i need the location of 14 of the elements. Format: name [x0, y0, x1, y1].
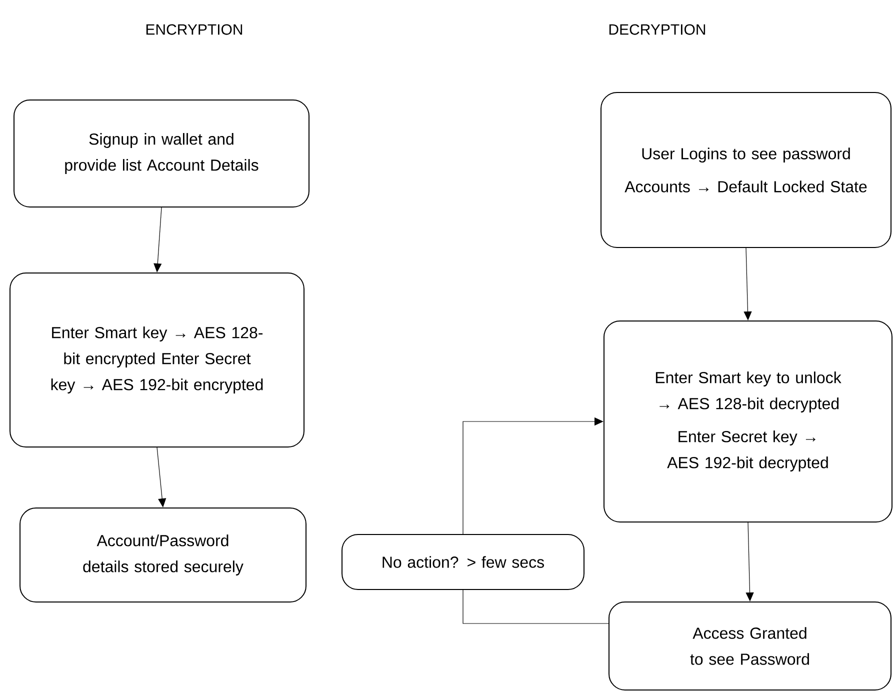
arrow — [746, 522, 754, 602]
section-heading: ENCRYPTION — [146, 24, 242, 35]
process-box: User Logins to see password Accounts → Default Locked State — [600, 92, 892, 248]
process-box: No action? > few secs — [342, 534, 584, 590]
process-box: Enter Smart key to unlock → AES 128-bit decrypted Enter Secret key → AES 192-bit decrypted — [604, 320, 892, 522]
arrow — [154, 207, 162, 272]
arrow — [744, 248, 752, 320]
process-box: Account/Password details stored securely — [20, 508, 306, 602]
arrow — [462, 417, 604, 534]
section-heading: DECRYPTION — [609, 24, 706, 35]
process-box: Access Granted to see Password — [608, 602, 892, 690]
process-box: Enter Smart key → AES 128-bit encrypted Enter Secret key → AES 192-bit encrypted — [10, 272, 304, 448]
arrow — [156, 447, 166, 508]
process-box: Signup in wallet and provide list Account Details — [14, 100, 310, 208]
